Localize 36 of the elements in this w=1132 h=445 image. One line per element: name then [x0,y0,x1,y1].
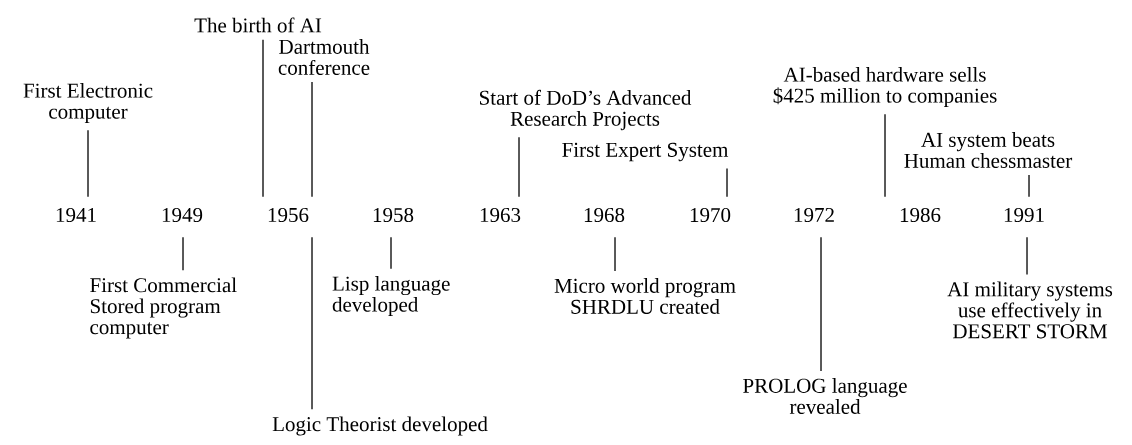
year-label: 1958 [373,207,414,223]
year-label: 1991 [1004,207,1044,223]
year-label: 1970 [690,207,731,223]
event-label: First Electronic computer [23,83,153,123]
year-label: 1949 [162,207,203,223]
connector-line [1028,174,1030,198]
event-label: Start of DoD’s Advanced Research Projects [480,89,692,131]
connector-line [518,136,520,198]
connector-line [311,81,313,198]
connector-line [262,39,264,198]
connector-line [820,236,822,372]
event-label: Lisp language developed [332,276,450,317]
connector-line [182,236,184,271]
event-label: The birth of AI [194,17,322,33]
event-label: Logic Theorist developed [272,416,488,436]
event-label: Dartmouth conference [278,39,370,75]
connector-line [311,236,313,410]
event-label: AI military systems use effectively in DESERT STORM [947,281,1113,339]
event-label: PROLOG language revealed [743,378,907,414]
connector-line [390,236,392,270]
connector-line [1026,236,1028,276]
event-label: AI system beats Human chessmaster [904,132,1073,168]
year-label: 1941 [56,207,96,223]
year-label: 1968 [584,207,625,223]
year-label: 1972 [794,207,834,223]
year-label: 1963 [480,207,521,223]
connector-line [726,167,728,198]
connector-line [87,129,89,198]
event-label: Micro world program SHRDLU created [554,278,736,314]
event-label: AI-based hardware sells $425 million to companies [773,67,997,107]
event-label: First Commercial Stored program computer [90,277,237,339]
year-label: 1956 [268,207,309,223]
event-label: First Expert System [562,142,729,162]
connector-line [614,236,616,272]
year-label: 1986 [900,207,941,223]
connector-line [884,113,886,198]
